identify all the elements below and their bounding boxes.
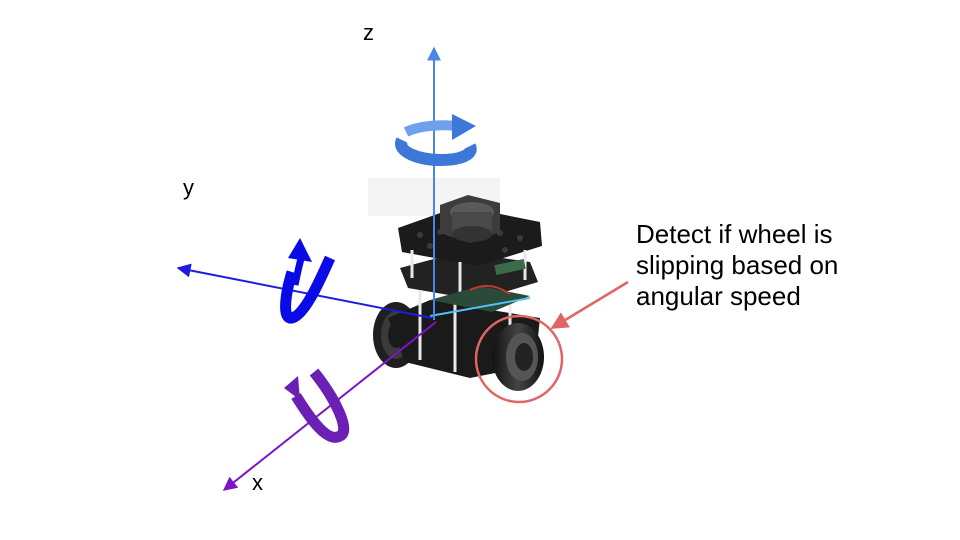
annotation-line-2: slipping based on — [636, 250, 839, 281]
right-wheel — [492, 323, 544, 391]
z-rotation-arrow — [395, 114, 477, 167]
standoffs — [410, 250, 527, 372]
x-axis-arrow — [222, 321, 437, 491]
annotation-line-3: angular speed — [636, 281, 801, 312]
x-rotation-arrow — [284, 368, 350, 443]
plate-holes — [417, 229, 523, 253]
robot — [373, 195, 544, 391]
control-board — [430, 286, 530, 312]
lidar-sensor — [440, 195, 500, 243]
x-axis-label: x — [252, 470, 263, 495]
annotation-pointer-arrow — [550, 280, 629, 330]
wheel-highlight-circle — [474, 314, 564, 404]
annotation-line-1: Detect if wheel is — [636, 219, 833, 249]
y-rotation-arrow — [280, 238, 336, 324]
z-axis-label: z — [363, 20, 374, 45]
wheel-slip-annotation: Detect if wheel is slipping based on ang… — [636, 219, 936, 313]
y-axis-label: y — [183, 175, 194, 200]
y-axis-arrow — [176, 263, 433, 319]
